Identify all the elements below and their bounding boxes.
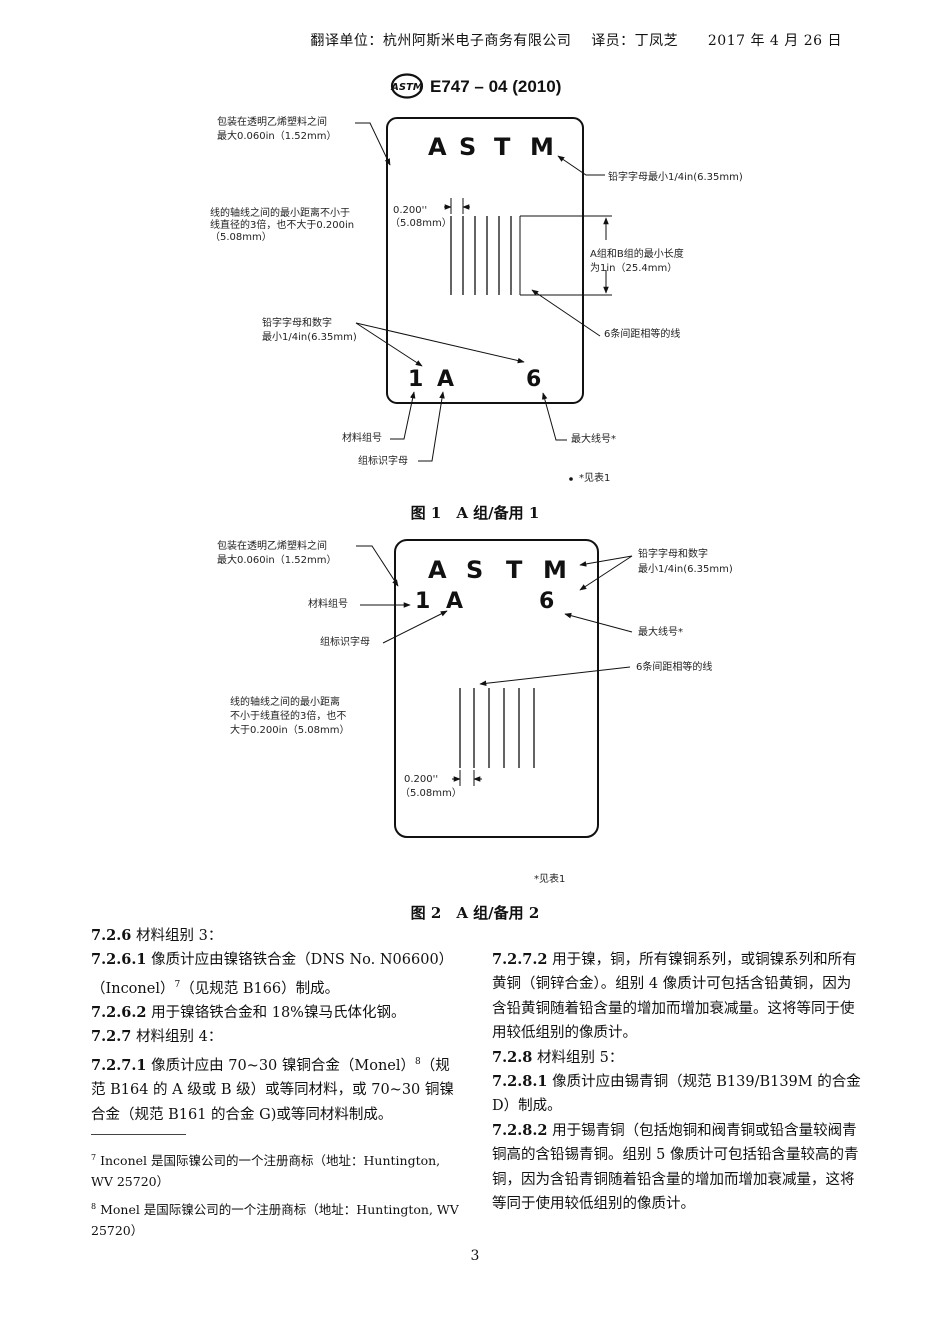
fig1-see-table: *见表1 [579, 473, 611, 484]
fig2-max-wire: 最大线号* [638, 627, 683, 638]
fig2-letter-t: T [506, 556, 523, 584]
page-header: 翻译单位：杭州阿斯米电子商务有限公司 译员：丁凤芝 2017 年 4 月 26 … [310, 30, 842, 50]
fig2-group-number: 1 [415, 589, 430, 614]
fig2-see-table: *见表1 [534, 874, 566, 885]
fig2-material-group: 材料组号 [308, 599, 348, 610]
iqi-plate-2 [394, 539, 599, 838]
page-number: 3 [470, 1248, 480, 1264]
header-date: 2017 年 4 月 26 日 [707, 33, 842, 49]
para-7-2-6: 7.2.6 材料组别 3： [91, 927, 223, 944]
fig1-group-letter: A [437, 367, 454, 392]
left-column: 7.2.6 材料组别 3： 7.2.6.1 像质计应由镍铬铁合金（DNS No.… [91, 924, 462, 1127]
footnote-separator [91, 1134, 186, 1135]
figure-1-caption: 图 1 A 组/备用 1 [410, 504, 540, 522]
fig2-group-letter-label: 组标识字母 [320, 637, 370, 648]
fig1-letter-s: S [459, 133, 476, 161]
fig1-letter-t: T [494, 133, 511, 161]
fig1-length-line2: 为1in（25.4mm） [590, 263, 678, 274]
footnote-8: 8 Monel 是国际镍公司的一个注册商标（地址：Huntington, WV … [91, 1202, 459, 1239]
fig1-axis-note: 线的轴线之间的最小距离不小于线直径的3倍，也不大于0.200in（5.08mm） [210, 208, 355, 243]
para-7-2-8-2: 7.2.8.2 用于锡青铜（包括炮铜和阀青铜或铅含量较阀青铜高的含铅锡青铜。组别… [492, 1121, 859, 1213]
fig1-pkg-line1: 包装在透明乙烯塑料之间 [217, 117, 327, 128]
fig2-lead-line1: 铅字字母和数字 [638, 549, 708, 560]
standard-code: E747 – 04 (2010) [430, 77, 562, 96]
para-7-2-6-2: 7.2.6.2 用于镍铬铁合金和 18%镍马氏体化钢。 [91, 1004, 406, 1022]
figure-2-diagram: A S T M 1 A 6 [356, 539, 633, 838]
fig1-length-line1: A组和B组的最小长度 [590, 249, 684, 260]
fig2-axis-line1: 线的轴线之间的最小距离 [230, 697, 340, 708]
fig1-lead-letter-min: 铅字字母最小1/4in(6.35mm) [608, 172, 743, 183]
fig1-lead-line2: 最小1/4in(6.35mm) [262, 332, 357, 343]
fig1-six-lines: 6条间距相等的线 [604, 329, 681, 340]
fig2-axis-line2: 不小于线直径的3倍，也不 [230, 711, 347, 722]
right-column: 7.2.7.2 用于镍，铜，所有镍铜系列，或铜镍系列和所有黄铜（铜锌合金）。组别… [492, 948, 862, 1216]
fig1-letter-a: A [428, 133, 447, 161]
fig2-wires [459, 688, 535, 768]
fig1-group-letter-label: 组标识字母 [358, 456, 408, 467]
fig1-max-wire: 最大线号* [571, 434, 616, 445]
fig2-six-lines: 6条间距相等的线 [636, 662, 713, 673]
fig1-lead-line1: 铅字字母和数字 [262, 318, 332, 329]
fig2-lead-line2: 最小1/4in(6.35mm) [638, 564, 733, 575]
fig1-letter-m: M [530, 133, 554, 161]
fig1-wires [450, 216, 512, 295]
para-7-2-6-1: 7.2.6.1 像质计应由镍铬铁合金（DNS No. N06600）（Incon… [91, 951, 454, 997]
para-7-2-8: 7.2.8 材料组别 5： [492, 1048, 624, 1066]
fig2-spacing-line2: （5.08mm） [400, 788, 462, 799]
iqi-plate-1 [386, 117, 584, 404]
fig1-spacing-line2: （5.08mm） [390, 218, 452, 229]
astm-logo-text: ASTM [390, 82, 423, 93]
astm-logo: ASTM [390, 73, 424, 99]
fig1-pkg-line2: 最大0.060in（1.52mm） [217, 131, 337, 142]
footnote-7: 7 Inconel 是国际镍公司的一个注册商标（地址：Huntington, W… [91, 1153, 441, 1190]
para-7-2-8-1: 7.2.8.1 像质计应由锡青铜（规范 B139/B139M 的合金 D）制成。 [492, 1073, 861, 1115]
bullet-dot [569, 477, 573, 481]
para-7-2-7-1: 7.2.7.1 像质计应由 70~30 镍铜合金（Monel）8（规范 B164… [91, 1056, 454, 1123]
fig2-letter-m: M [543, 556, 567, 584]
fig1-wire-number: 6 [526, 367, 541, 392]
fig2-group-letter: A [446, 589, 463, 614]
para-7-2-7-2: 7.2.7.2 用于镍，铜，所有镍铜系列，或铜镍系列和所有黄铜（铜锌合金）。组别… [492, 951, 857, 1042]
translator: 译员：丁凤芝 [591, 33, 679, 49]
fig2-pkg-line2: 最大0.060in（1.52mm） [217, 555, 337, 566]
fig1-group-number: 1 [408, 367, 423, 392]
figure-1-diagram: A S T M 1 A 6 [355, 117, 612, 481]
fig2-wire-number: 6 [539, 589, 554, 614]
fig2-spacing-line1: 0.200'' [404, 774, 439, 785]
para-7-2-7: 7.2.7 材料组别 4： [91, 1028, 223, 1046]
figure-2-caption: 图 2 A 组/备用 2 [410, 904, 540, 922]
fig2-axis-line3: 大于0.200in（5.08mm） [230, 725, 350, 736]
fig1-material-group: 材料组号 [342, 433, 382, 444]
fig2-letter-a: A [428, 556, 447, 584]
fig2-pkg-line1: 包装在透明乙烯塑料之间 [217, 541, 327, 552]
translation-unit: 翻译单位：杭州阿斯米电子商务有限公司 [310, 33, 572, 49]
fig1-spacing-line1: 0.200'' [393, 205, 428, 216]
footnotes: 7 Inconel 是国际镍公司的一个注册商标（地址：Huntington, W… [91, 1147, 462, 1241]
fig2-letter-s: S [466, 556, 483, 584]
